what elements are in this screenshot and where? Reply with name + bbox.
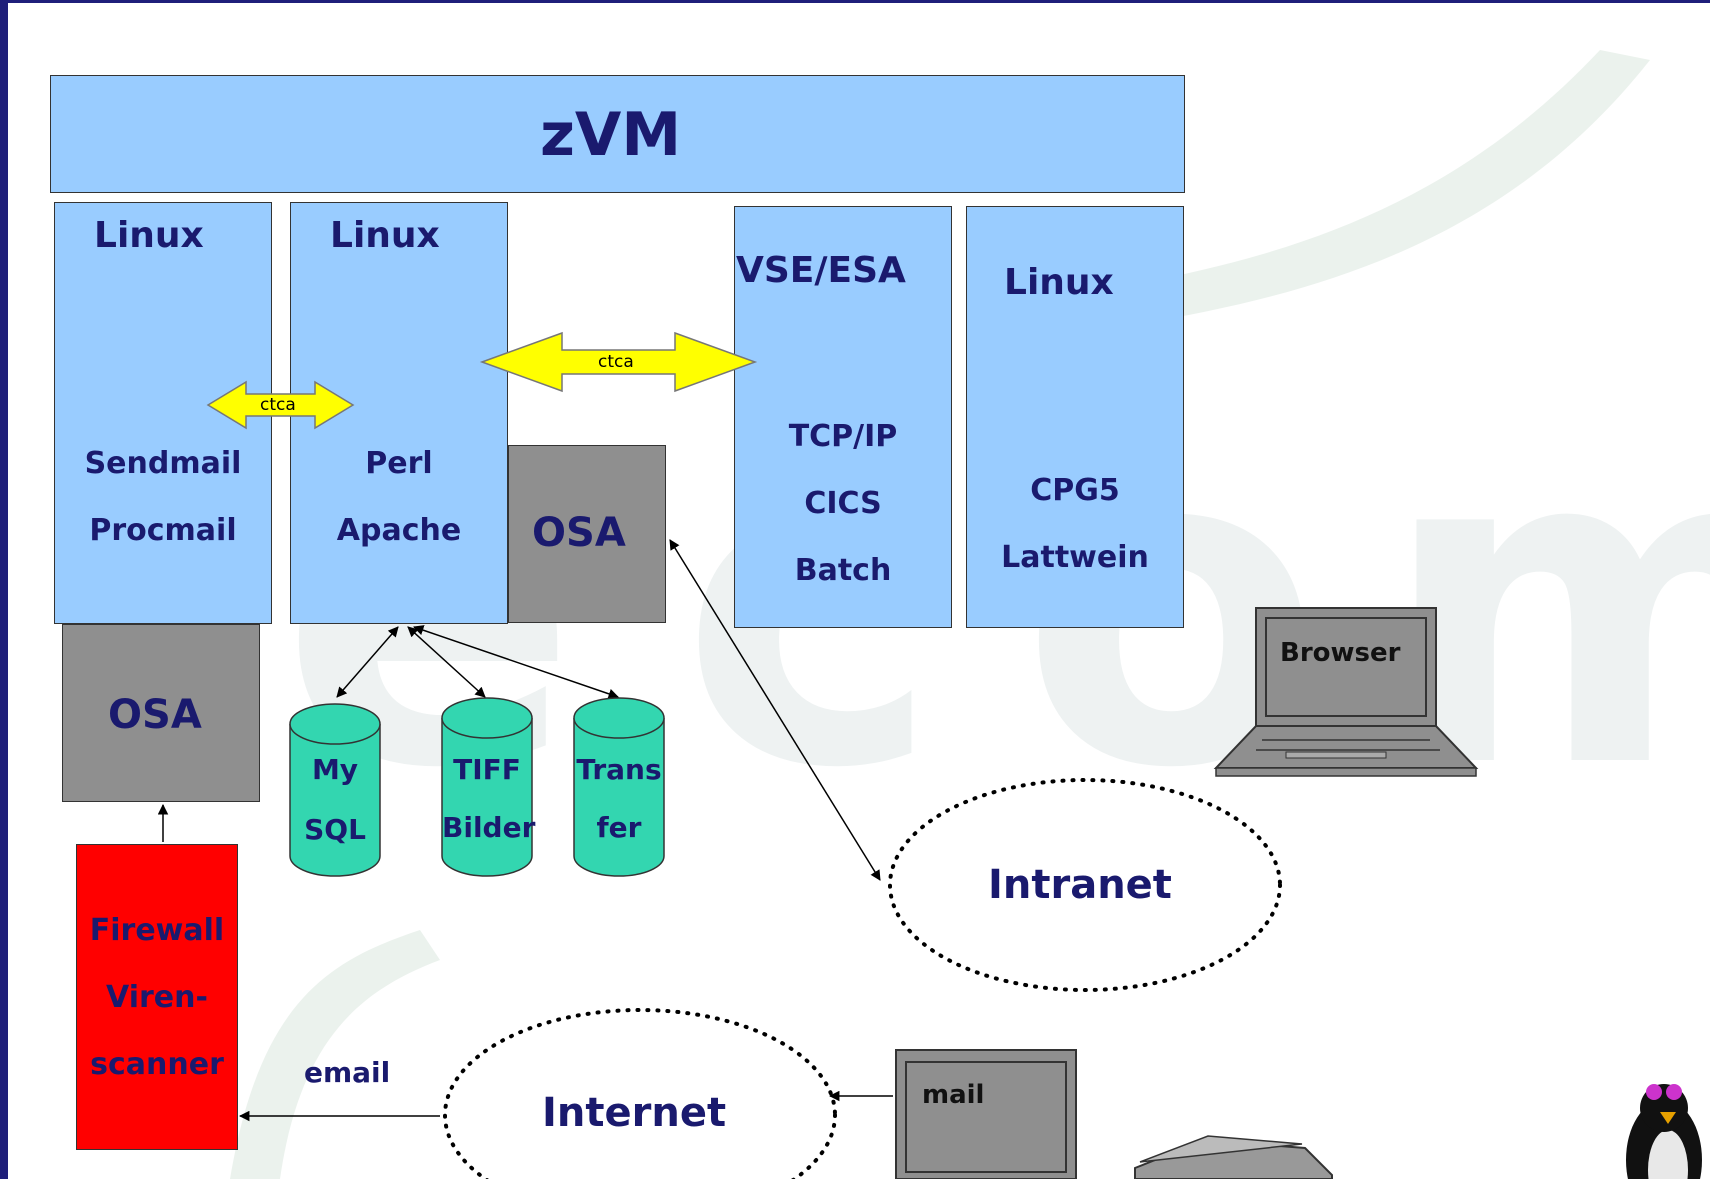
zvm-bar	[50, 75, 1185, 193]
email-label: email	[304, 1056, 391, 1089]
db-mysql-line1: My	[311, 753, 359, 786]
internet-cloud	[443, 1008, 837, 1179]
db-tiff-cylinder	[441, 697, 533, 877]
arrow-apache-transfer	[413, 625, 619, 699]
lpar-vse-line2: CICS	[804, 486, 882, 521]
db-tiff-line2: Bilder	[442, 811, 536, 844]
db-tiff-line1: TIFF	[453, 753, 521, 786]
db-transfer-line1: Trans	[576, 753, 662, 786]
osa-left-label: OSA	[108, 692, 202, 738]
lpar-linux-mail-line2: Procmail	[89, 513, 237, 548]
lpar-linux-mail-title: Linux	[94, 215, 204, 256]
firewall-line3: scanner	[90, 1047, 224, 1082]
browser-label: Browser	[1280, 638, 1401, 668]
osa-mid	[508, 445, 666, 623]
intranet-label: Intranet	[988, 862, 1172, 908]
lpar-linux-web-title: Linux	[330, 215, 440, 256]
lpar-linux-cpg-title: Linux	[1004, 262, 1114, 303]
scanner-icon	[1134, 1135, 1333, 1179]
db-mysql-cylinder	[289, 703, 381, 877]
zvm-label: zVM	[540, 100, 682, 170]
db-transfer-line2: fer	[596, 811, 642, 844]
laptop-icon	[1213, 607, 1479, 777]
lpar-linux-web-line1: Perl	[365, 446, 433, 481]
lpar-linux-web-line2: Apache	[336, 513, 462, 548]
internet-label: Internet	[542, 1090, 727, 1136]
firewall-box	[76, 844, 238, 1150]
ctca-left-arrow	[206, 380, 355, 430]
ctca-mid-arrow	[479, 331, 758, 393]
db-transfer-cylinder	[573, 697, 665, 877]
db-mysql-line2: SQL	[304, 813, 366, 846]
arrow-osa-intranet	[669, 539, 881, 881]
mail-computer-label: mail	[922, 1080, 985, 1110]
lpar-linux-cpg-line1: CPG5	[1030, 473, 1120, 508]
ctca-mid-label: ctca	[598, 352, 634, 372]
intranet-cloud	[888, 778, 1282, 992]
lpar-linux-mail-line1: Sendmail	[84, 446, 242, 481]
lpar-vse-title: VSE/ESA	[736, 250, 906, 291]
osa-mid-label: OSA	[532, 510, 626, 556]
arrow-apache-mysql	[336, 626, 399, 698]
mail-computer-icon	[895, 1049, 1077, 1179]
lpar-vse-line1: TCP/IP	[788, 419, 898, 454]
osa-left	[62, 624, 260, 802]
penguin-icon	[1626, 1084, 1702, 1179]
lpar-linux-cpg-line2: Lattwein	[1001, 540, 1149, 575]
firewall-line1: Firewall	[89, 913, 225, 948]
ctca-left-label: ctca	[260, 395, 296, 415]
lpar-linux-cpg	[966, 206, 1184, 628]
firewall-line2: Viren-	[106, 980, 208, 1015]
